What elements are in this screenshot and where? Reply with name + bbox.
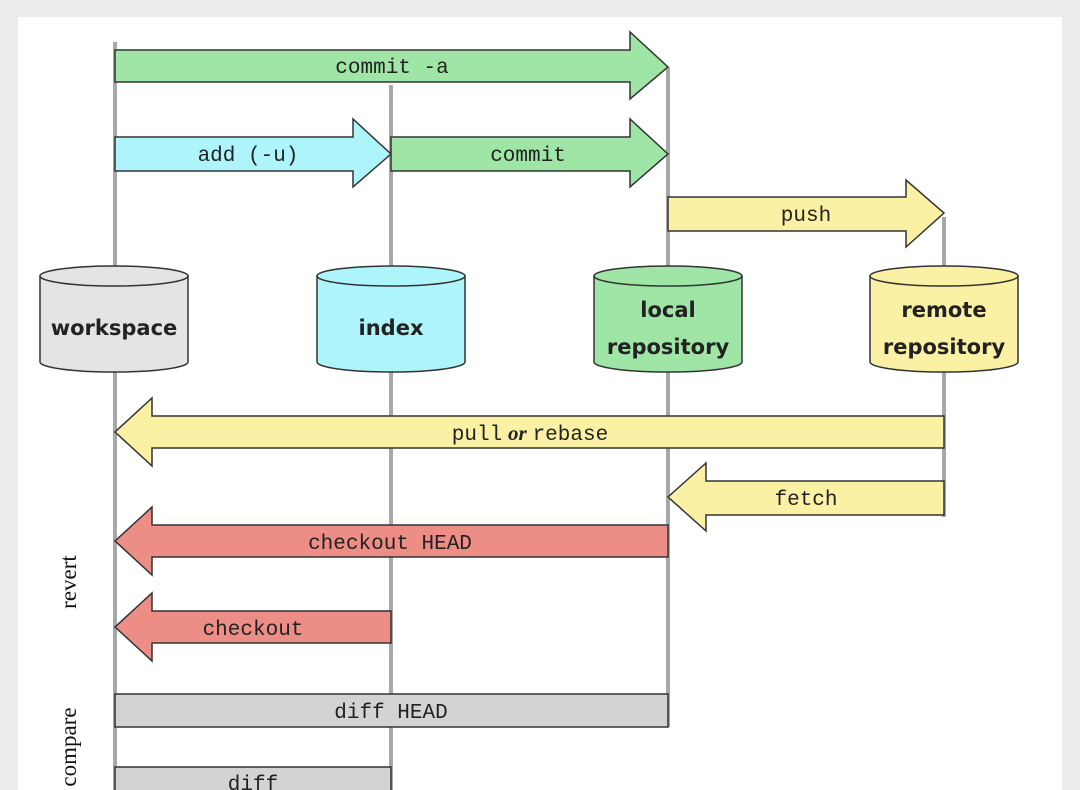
- diff-label: diff: [228, 774, 278, 790]
- checkout-label: checkout: [203, 619, 304, 642]
- index-node: index: [316, 265, 466, 373]
- compare-group-label: compare: [56, 707, 81, 786]
- commit-a-arrow: commit -a: [114, 30, 670, 101]
- commit-a-label: commit -a: [335, 57, 448, 80]
- index-label: index: [359, 316, 424, 340]
- rebase-label: rebase: [533, 424, 609, 447]
- git-workflow-diagram: commit -a add (-u) commit push workspace…: [18, 17, 1062, 790]
- push-arrow: push: [667, 178, 946, 249]
- pull-rebase-arrow: pull or rebase: [113, 396, 945, 468]
- workspace-node: workspace: [39, 265, 189, 373]
- diagram-svg: commit -a add (-u) commit push workspace…: [39, 30, 1019, 790]
- checkout-arrow: checkout: [113, 591, 392, 663]
- remote-repository-label-line2: repository: [883, 335, 1006, 359]
- or-label: or: [508, 421, 528, 445]
- diff-head-bar: diff HEAD: [114, 693, 669, 728]
- add-arrow: add (-u): [114, 117, 393, 189]
- push-label: push: [781, 205, 831, 228]
- fetch-label: fetch: [774, 489, 837, 512]
- remote-repository-label-line1: remote: [901, 298, 986, 322]
- checkout-head-label: checkout HEAD: [308, 533, 472, 556]
- commit-arrow: commit: [390, 117, 670, 189]
- checkout-head-arrow: checkout HEAD: [113, 505, 669, 577]
- diff-head-label: diff HEAD: [334, 702, 447, 725]
- revert-group-label: revert: [56, 555, 81, 609]
- diff-bar: diff: [114, 766, 392, 790]
- commit-label: commit: [490, 145, 566, 168]
- workspace-label: workspace: [51, 316, 178, 340]
- pull-label: pull: [452, 424, 502, 447]
- remote-repository-node: remote repository: [869, 265, 1019, 373]
- add-label: add (-u): [198, 145, 299, 168]
- local-repository-label-line1: local: [640, 298, 695, 322]
- local-repository-node: local repository: [593, 265, 743, 373]
- pull-rebase-label: pull or rebase: [452, 421, 608, 447]
- fetch-arrow: fetch: [666, 461, 945, 533]
- local-repository-label-line2: repository: [607, 335, 730, 359]
